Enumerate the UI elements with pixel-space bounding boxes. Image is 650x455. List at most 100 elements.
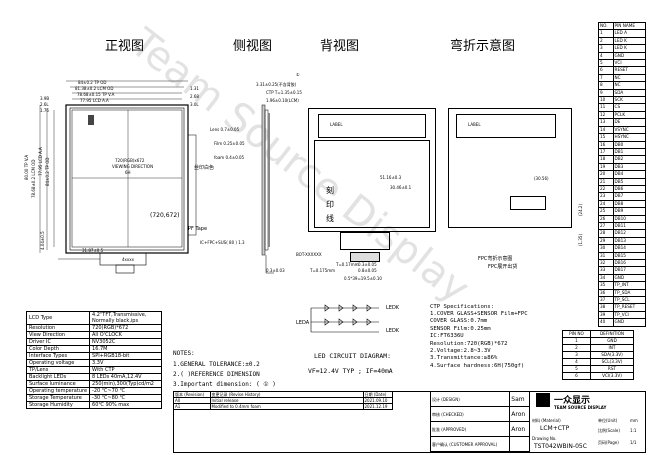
spec-value: 60℃ 90% max	[89, 401, 162, 409]
spec-value: 4.2"TFT,Transmissive, Normally black,ips	[89, 311, 162, 325]
front-tag: 4xxxx	[122, 257, 135, 262]
spec-value: 8 LEDs 40mA,12.4V	[89, 373, 162, 381]
unit-label: 单位(Unit)	[598, 418, 618, 423]
spec-key: Operating voltage	[25, 359, 91, 367]
pin-name: SDA	[612, 88, 647, 98]
ctp-pin-def: SCL(3.3V)	[590, 358, 634, 366]
drawing-no-label: Drawing No.	[532, 436, 557, 441]
pin-no: 1	[598, 29, 614, 38]
back-dim-0: 51.16±0.3	[380, 175, 402, 180]
company-logo-icon	[536, 393, 550, 407]
material-value: LCM+CTP	[540, 425, 570, 432]
pin-name: NC	[612, 73, 647, 83]
pin-name: RESET	[612, 66, 647, 75]
pin-name: DB3	[612, 162, 647, 172]
front-dim-left-6: 84±0.2 TP OD	[45, 157, 50, 186]
pin-name: TP_INT	[612, 281, 647, 290]
front-dim-left-5: 77.95 LCD A.A	[38, 147, 43, 176]
spec-key: Storage Temperature	[25, 394, 91, 402]
spec-value: 3.3V	[89, 359, 162, 367]
front-dim-top-2: 78.68±0.15 TP V.A	[77, 92, 115, 97]
bend-view-title: 弯折示意图	[450, 39, 516, 54]
scale-label: 比例(Scale)	[598, 428, 620, 433]
revision-table: 版本 (Revision) 变更记录 (Revise History) 日期 (…	[173, 391, 394, 410]
pin-name: LED K	[612, 44, 647, 53]
pin-no: 40	[598, 318, 614, 327]
aa-outline	[71, 109, 183, 248]
rev-1-ver: A1	[173, 403, 211, 410]
pin-no: 29	[598, 236, 614, 246]
ctp-line-3: IC:FT6336U	[430, 333, 464, 340]
back-fpc-dim-1: 0.8±0.05	[358, 268, 377, 273]
pin-name: DB10	[612, 214, 647, 223]
back-view-title: 背视图	[320, 39, 360, 54]
back-fpc-text: BOT-XXXXXX	[296, 252, 322, 257]
lens-layer	[261, 104, 266, 256]
pin-name: PCLK	[612, 110, 647, 120]
led-ledk-label: LEDK	[386, 305, 400, 311]
spec-value: 16.7M	[89, 345, 162, 353]
spec-key: Surface luminance	[25, 380, 91, 388]
ctp-lines: 1.COVER GLASS+SENSOR Film+FPC COVER GLAS…	[430, 311, 528, 370]
silk-label: 丝印白色	[194, 165, 215, 171]
bend-label-box	[456, 114, 556, 138]
pin-no: 6	[598, 66, 614, 75]
front-dim-left-2: 1.76	[40, 108, 49, 113]
pin-no: 28	[598, 229, 614, 238]
back-fpc-dim-0: 0.3±0.05	[358, 262, 377, 267]
bend-dim-2: (1.35)	[578, 233, 583, 246]
pin-name: TP_VCI	[612, 310, 647, 320]
back-mark-label: 刻印线	[326, 186, 334, 223]
pin-no: 12	[598, 110, 614, 120]
pin-name: TP_SDA	[612, 288, 647, 298]
ctp-pin-def: SDA(3.3V)	[590, 351, 634, 359]
pin-no: 20	[598, 170, 614, 179]
spec-key: Driver IC	[25, 338, 91, 346]
pin-no: 7	[598, 73, 614, 83]
side-view-drawing	[261, 104, 274, 274]
back-label: LABEL	[330, 122, 343, 127]
pin-name: TP_SCL	[612, 296, 647, 305]
ctp-pin-no: 4	[562, 358, 591, 366]
front-dim-right-2: 3.0L	[190, 102, 199, 107]
notes-title: NOTES:	[173, 350, 195, 357]
side-layer-2: foam 0.4±0.05	[214, 155, 245, 160]
marker-block	[88, 115, 94, 125]
pin-no: 13	[598, 118, 614, 127]
pin-no: 3	[598, 44, 614, 53]
sign-3-name	[509, 436, 530, 452]
front-dim-right-1: 2.68	[190, 94, 199, 99]
pin-header-no: NO.	[598, 21, 614, 31]
sign-2-name: Aron	[509, 421, 530, 437]
ctp-line-6: 3.Transmittance:≥86%	[430, 355, 498, 362]
rev-1-desc: Modified to 0.4mm foam	[209, 403, 364, 410]
back-fpc-dim-4: T=0.175mm	[310, 268, 336, 273]
pin-name: DB12	[612, 229, 647, 238]
pin-no: 33	[598, 266, 614, 275]
pin-name: DB1	[612, 147, 647, 157]
spec-value: NV3052C	[89, 338, 162, 346]
ctp-line-4: Resolution:720(RGB)*672	[430, 340, 508, 347]
spec-value: SPI+RGB18-bit	[89, 352, 162, 360]
pin-no: 30	[598, 244, 614, 253]
front-view-title: 正视图	[105, 39, 145, 54]
pin-name: DB4	[612, 170, 647, 179]
back-label-box	[318, 114, 426, 138]
ctp-line-2: SENSOR Film:0.25mm	[430, 325, 491, 332]
front-dim-left-1: 2.6L	[40, 102, 49, 107]
pin-no: 32	[598, 258, 614, 268]
